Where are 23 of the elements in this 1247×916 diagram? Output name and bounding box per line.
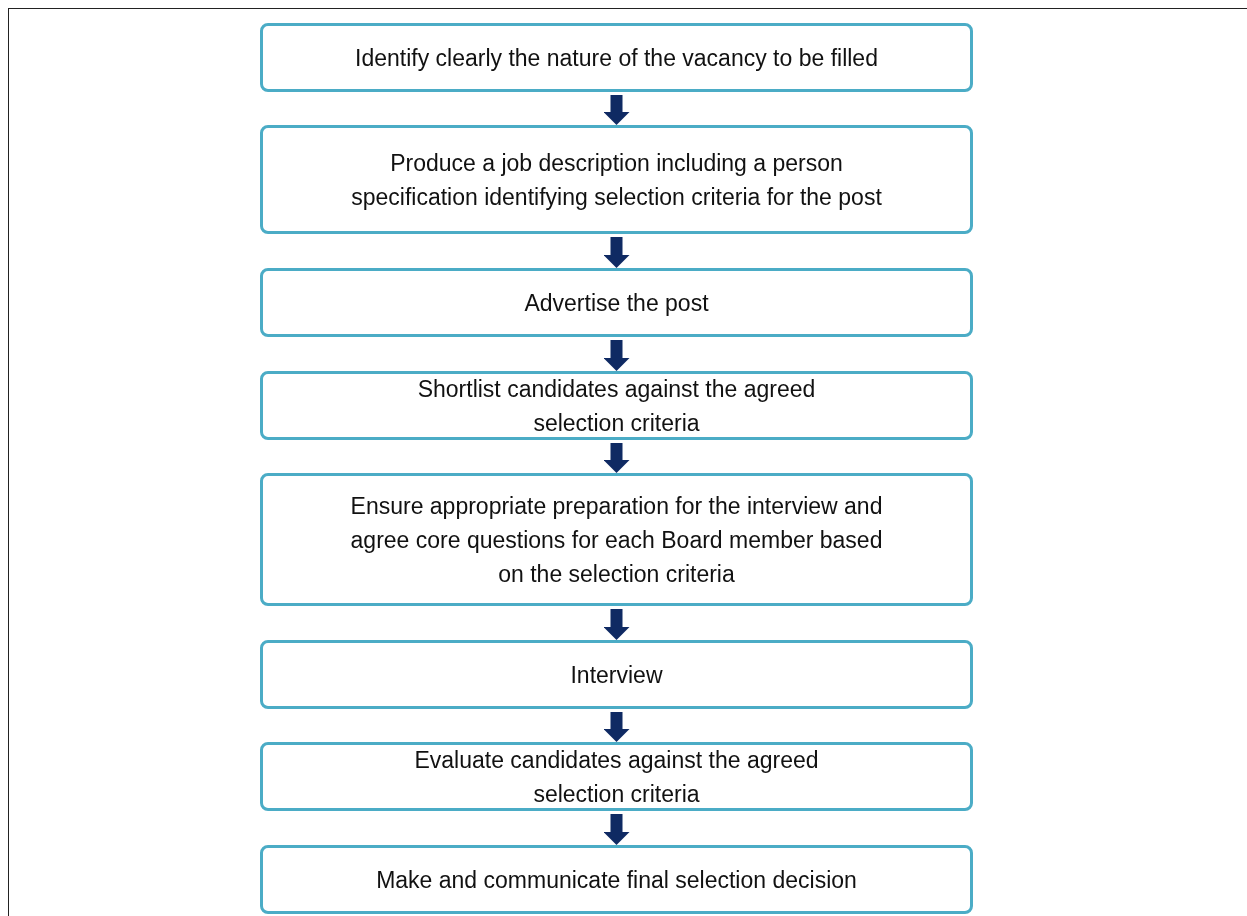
process-box xyxy=(260,473,973,606)
step-text: Shortlist candidates against the agreed selection criteria xyxy=(416,374,817,438)
process-box xyxy=(260,268,973,337)
process-box xyxy=(260,23,973,92)
step-text: Make and communicate final selection decision xyxy=(376,865,857,895)
arrow xyxy=(603,712,630,742)
step-text: Interview xyxy=(570,660,663,690)
step-text: Ensure appropriate preparation for the interview and agree core questions for each Board member based on the selection criteria xyxy=(349,491,884,589)
arrow xyxy=(603,443,630,473)
arrow xyxy=(603,237,630,268)
step-text: Advertise the post xyxy=(524,288,709,318)
step-text: Produce a job description including a person specification identifying selection criteria for the post xyxy=(350,148,883,212)
process-box xyxy=(260,640,973,709)
step-text: Evaluate candidates against the agreed selection criteria xyxy=(413,745,820,809)
arrow xyxy=(603,340,630,371)
process-box xyxy=(260,845,973,914)
process-box xyxy=(260,125,973,234)
process-box xyxy=(260,371,973,440)
arrow xyxy=(603,814,630,845)
arrow xyxy=(603,609,630,640)
process-box xyxy=(260,742,973,811)
step-text: Identify clearly the nature of the vacancy to be filled xyxy=(355,43,878,73)
arrow xyxy=(603,95,630,125)
